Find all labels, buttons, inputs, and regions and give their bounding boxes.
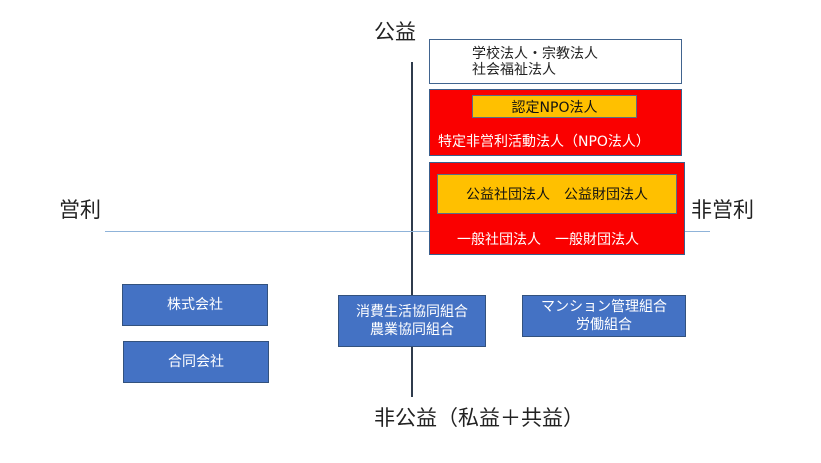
axis-label-top: 公益 xyxy=(374,20,416,44)
axis-label-bottom: 非公益（私益＋共益） xyxy=(374,406,584,430)
label-godo: 合同会社 xyxy=(168,354,224,370)
label-labor-union: 労働組合 xyxy=(576,317,632,333)
label-mansion-union: マンション管理組合 xyxy=(541,299,667,315)
horizontal-axis xyxy=(105,231,710,232)
label-certified-npo: 認定NPO法人 xyxy=(511,99,598,116)
box-public-interest: 公益社団法人 公益財団法人 xyxy=(437,174,677,214)
label-specified-npo: 特定非営利活動法人（NPO法人） xyxy=(438,134,650,150)
label-public-interest: 公益社団法人 公益財団法人 xyxy=(466,187,648,203)
axis-label-left: 営利 xyxy=(59,198,101,222)
box-mansion-labor: マンション管理組合 労働組合 xyxy=(522,295,686,337)
label-consumer-coop: 消費生活協同組合 xyxy=(356,304,468,320)
label-kabushiki: 株式会社 xyxy=(167,297,223,313)
box-coop: 消費生活協同組合 農業協同組合 xyxy=(338,295,486,347)
label-general-incorporated: 一般社団法人 一般財団法人 xyxy=(457,232,639,248)
label-school-religious: 学校法人・宗教法人 xyxy=(472,46,598,62)
box-certified-npo: 認定NPO法人 xyxy=(472,95,637,118)
label-agri-coop: 農業協同組合 xyxy=(370,322,454,338)
box-kabushiki: 株式会社 xyxy=(122,284,268,326)
box-godo: 合同会社 xyxy=(123,341,269,383)
label-social-welfare: 社会福祉法人 xyxy=(472,62,556,78)
vertical-axis xyxy=(411,62,413,397)
box-school-religious-welfare: 学校法人・宗教法人 社会福祉法人 xyxy=(429,39,682,84)
axis-label-right: 非営利 xyxy=(691,198,754,222)
